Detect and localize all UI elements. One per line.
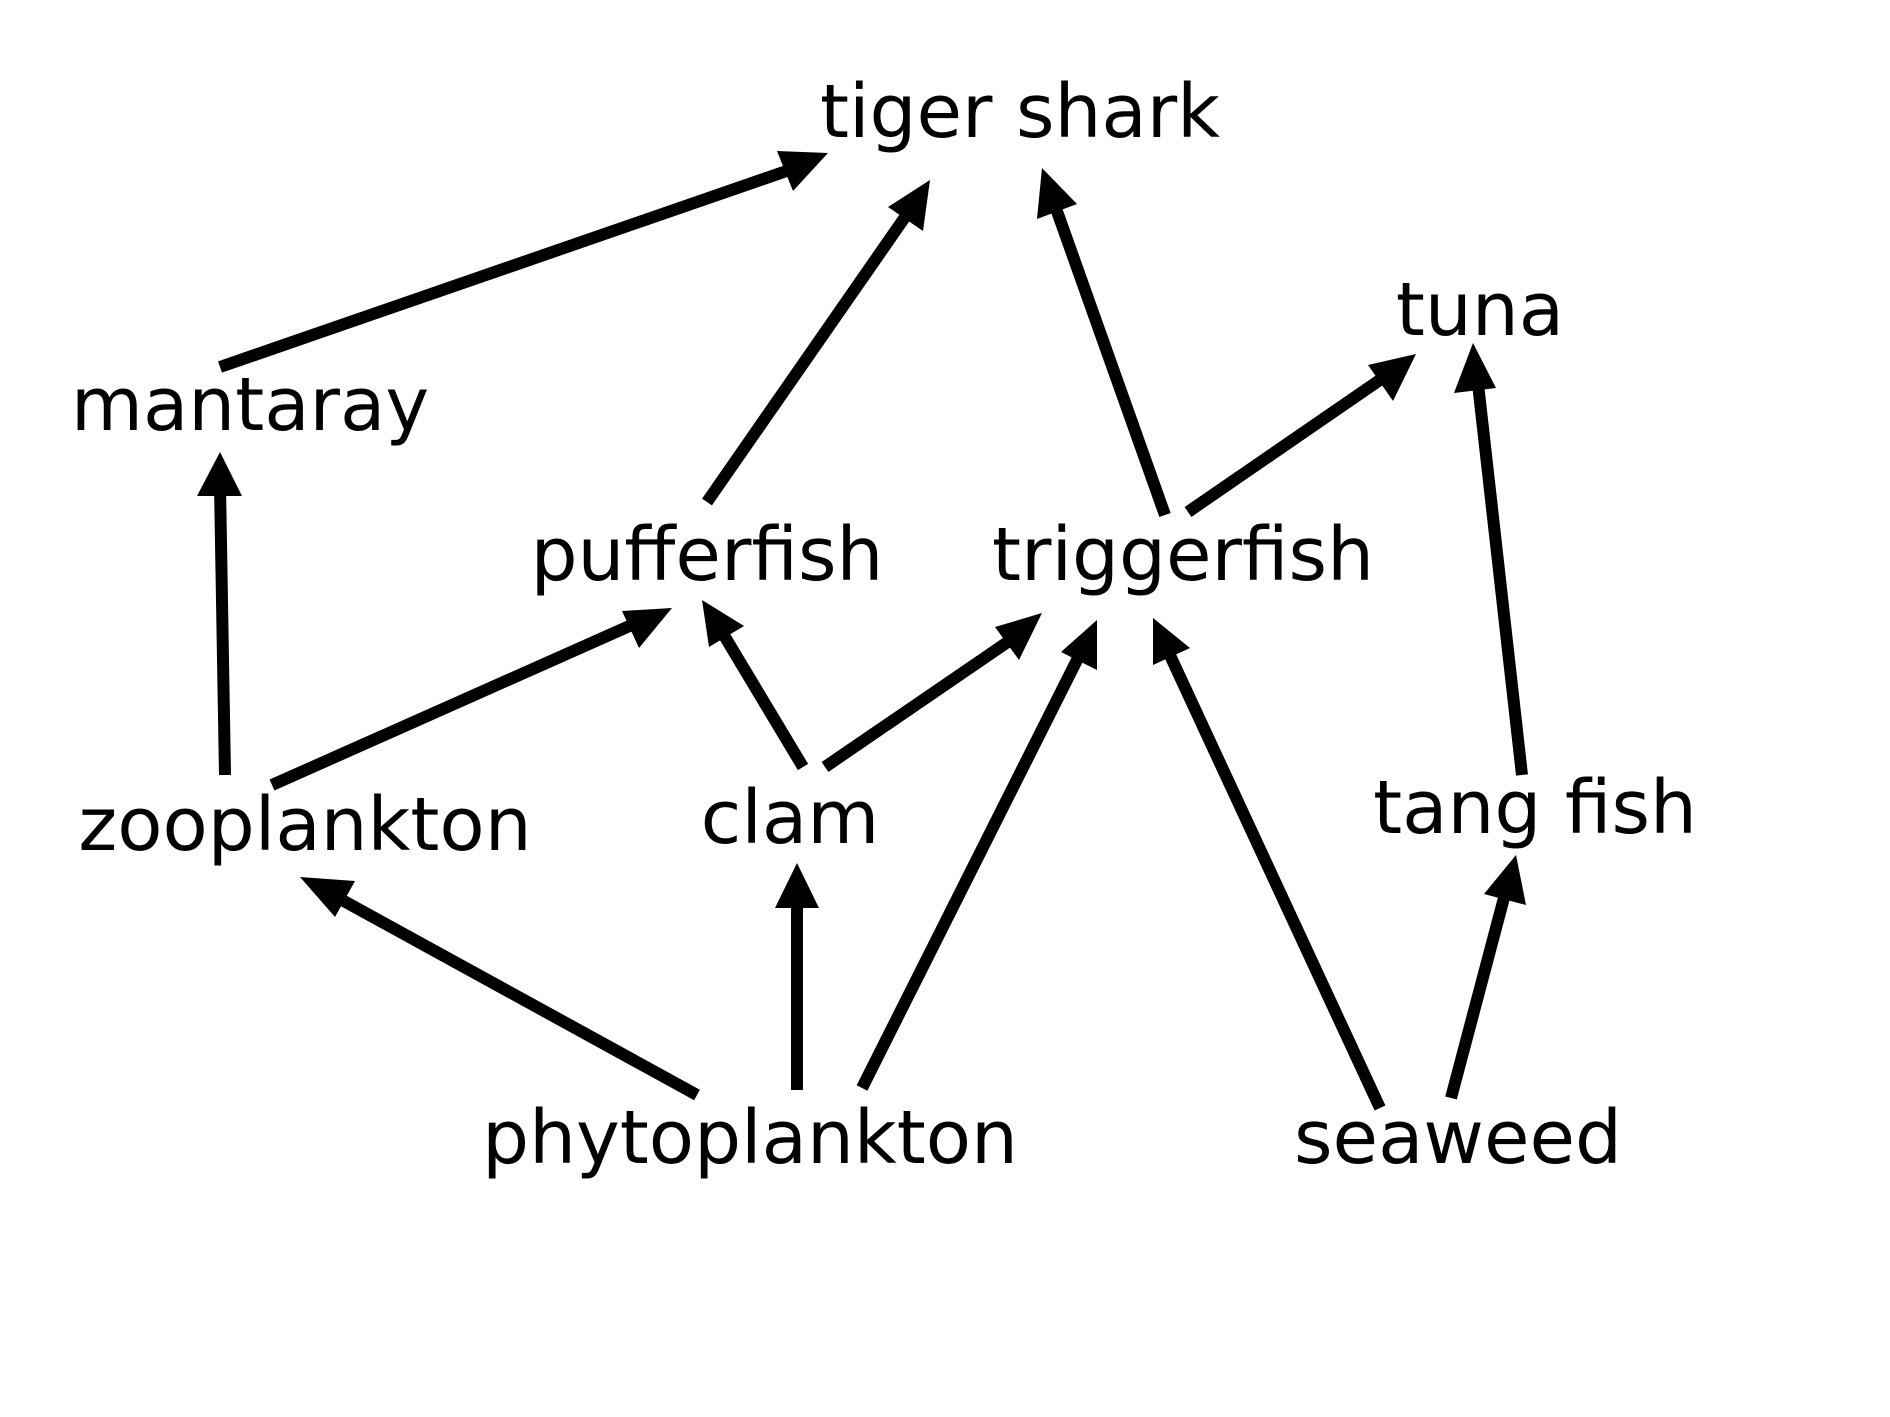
arrow-tang-fish-to-tuna: [1454, 343, 1528, 776]
arrowhead: [1153, 618, 1190, 665]
arrowhead: [1061, 620, 1097, 670]
node-triggerfish: triggerfish: [992, 512, 1374, 598]
arrow-seaweed-to-triggerfish: [1153, 618, 1386, 1111]
arrow-seaweed-to-tang-fish: [1445, 855, 1526, 1100]
arrow-zooplankton-to-mantaray: [197, 452, 242, 776]
node-clam: clam: [701, 775, 880, 861]
arrowhead: [1454, 343, 1496, 393]
arrow-mantaray-to-tiger-shark: [218, 151, 828, 373]
arrowhead: [1484, 855, 1526, 905]
node-phytoplankton: phytoplankton: [482, 1095, 1018, 1181]
arrowhead: [1037, 168, 1077, 219]
arrow-triggerfish-to-tuna: [1184, 354, 1416, 517]
node-mantaray: mantaray: [71, 362, 429, 448]
arrow-pufferfish-to-tiger-shark: [702, 180, 930, 506]
arrow-zooplankton-to-pufferfish: [269, 608, 672, 791]
arrow-triggerfish-to-tiger-shark: [1037, 168, 1171, 518]
arrowhead: [995, 613, 1042, 660]
arrow-phytoplankton-to-triggerfish: [856, 620, 1097, 1091]
arrowhead: [300, 877, 355, 917]
node-seaweed: seaweed: [1294, 1095, 1622, 1181]
arrow-phytoplankton-to-zooplankton: [300, 877, 700, 1101]
arrowhead: [702, 600, 744, 647]
node-tuna: tuna: [1396, 267, 1564, 353]
arrow-clam-to-pufferfish: [702, 600, 809, 771]
arrow-clam-to-triggerfish: [821, 613, 1042, 772]
arrowhead: [197, 452, 242, 496]
node-tang-fish: tang fish: [1373, 765, 1697, 851]
node-tiger-shark: tiger shark: [820, 69, 1220, 155]
arrowhead: [775, 863, 819, 908]
arrowhead: [888, 180, 930, 231]
arrow-phytoplankton-to-clam: [775, 863, 819, 1090]
arrowhead: [777, 151, 828, 191]
node-zooplankton: zooplankton: [78, 782, 531, 868]
node-pufferfish: pufferfish: [531, 512, 884, 598]
arrowhead: [622, 608, 672, 648]
arrowhead: [1368, 354, 1416, 401]
